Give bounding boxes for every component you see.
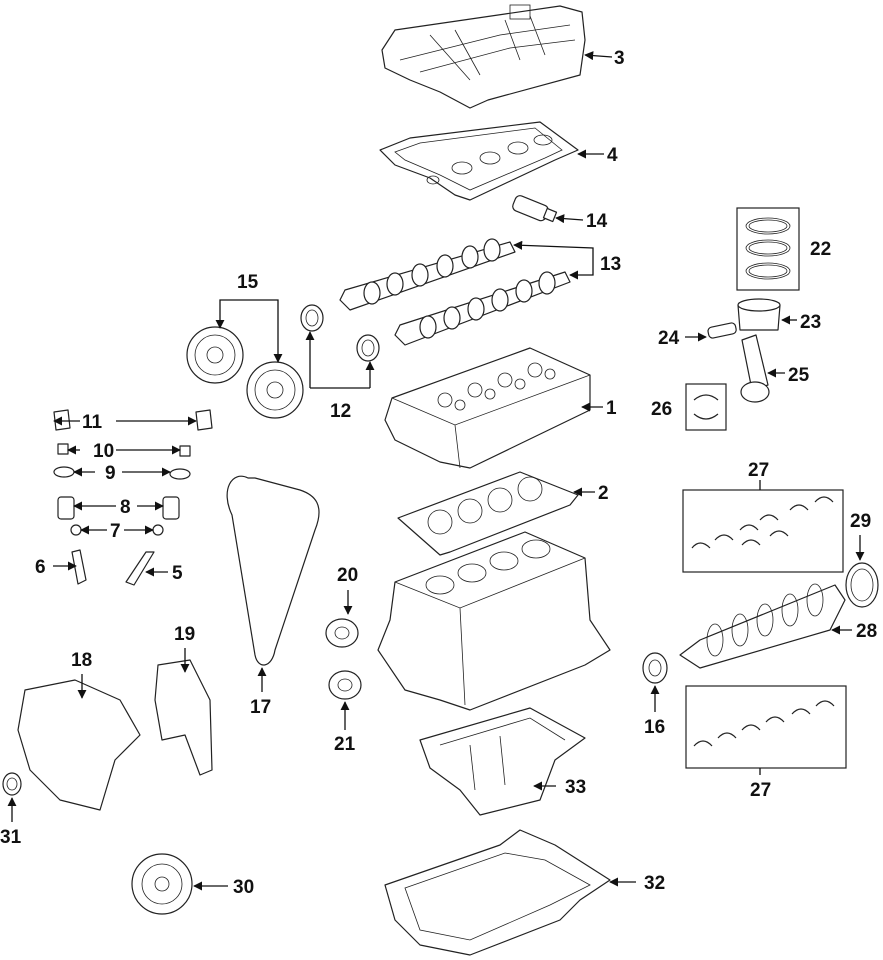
crank-sprocket xyxy=(642,652,668,684)
callout-13: 13 xyxy=(600,254,621,275)
callout-21: 21 xyxy=(334,734,356,755)
callout-19: 19 xyxy=(174,624,195,645)
piston xyxy=(737,298,781,331)
callout-18: 18 xyxy=(71,650,92,671)
head-gasket xyxy=(397,471,579,556)
lower-oil-pan xyxy=(384,829,611,956)
callout-labels: 3 4 14 13 22 15 23 24 25 1 12 26 11 10 2… xyxy=(0,48,877,898)
front-crank-seal xyxy=(2,772,22,796)
callout-27-top: 27 xyxy=(748,460,769,481)
crank-pulley xyxy=(131,853,193,915)
main-bearings-lower-box xyxy=(685,685,847,769)
callout-24: 24 xyxy=(658,328,680,349)
connecting-rod xyxy=(740,334,770,403)
callout-8: 8 xyxy=(120,497,131,518)
valvetrain-parts xyxy=(53,409,213,586)
callout-5: 5 xyxy=(172,563,183,584)
callout-32: 32 xyxy=(644,873,665,894)
main-bearings-upper-box xyxy=(682,489,844,573)
callout-20: 20 xyxy=(337,565,358,586)
callout-22: 22 xyxy=(810,239,831,260)
callout-16: 16 xyxy=(644,717,665,738)
piston-pin xyxy=(707,322,737,339)
callout-3: 3 xyxy=(614,48,625,69)
callout-9: 9 xyxy=(105,463,116,484)
callout-14: 14 xyxy=(586,211,608,232)
callout-27-bottom: 27 xyxy=(750,780,771,801)
camshaft-phasers xyxy=(186,326,304,419)
upper-oil-pan xyxy=(419,707,586,816)
engine-block xyxy=(377,531,611,711)
rod-bearing-box xyxy=(685,383,727,431)
callout-6: 6 xyxy=(35,557,46,578)
callout-29: 29 xyxy=(850,511,871,532)
callout-7: 7 xyxy=(110,521,121,542)
timing-chain xyxy=(226,475,320,666)
callout-25: 25 xyxy=(788,365,810,386)
callout-2: 2 xyxy=(598,483,609,504)
valve-cover-gasket xyxy=(379,121,579,201)
piston-rings-box xyxy=(736,207,800,291)
callout-11: 11 xyxy=(82,412,103,433)
valve-cover xyxy=(381,4,586,109)
timing-cover-gasket xyxy=(154,659,213,776)
callout-31: 31 xyxy=(0,827,22,848)
callout-33: 33 xyxy=(565,777,586,798)
callout-12: 12 xyxy=(330,401,351,422)
callout-4: 4 xyxy=(607,145,618,166)
callout-26: 26 xyxy=(651,399,672,420)
callout-30: 30 xyxy=(233,877,254,898)
callout-10: 10 xyxy=(93,441,114,462)
camshaft-seals xyxy=(300,304,380,362)
leader-lines xyxy=(7,51,865,891)
callout-28: 28 xyxy=(856,621,877,642)
callout-1: 1 xyxy=(606,398,617,419)
vvt-solenoid xyxy=(512,195,558,223)
camshafts xyxy=(339,238,571,346)
callout-15: 15 xyxy=(237,272,259,293)
crankshaft xyxy=(679,583,846,669)
front-timing-cover xyxy=(17,679,141,811)
cylinder-head xyxy=(384,347,591,469)
callout-23: 23 xyxy=(800,312,821,333)
idler-pulleys xyxy=(325,618,362,700)
callout-17: 17 xyxy=(250,697,271,718)
rear-main-seal xyxy=(845,562,879,608)
